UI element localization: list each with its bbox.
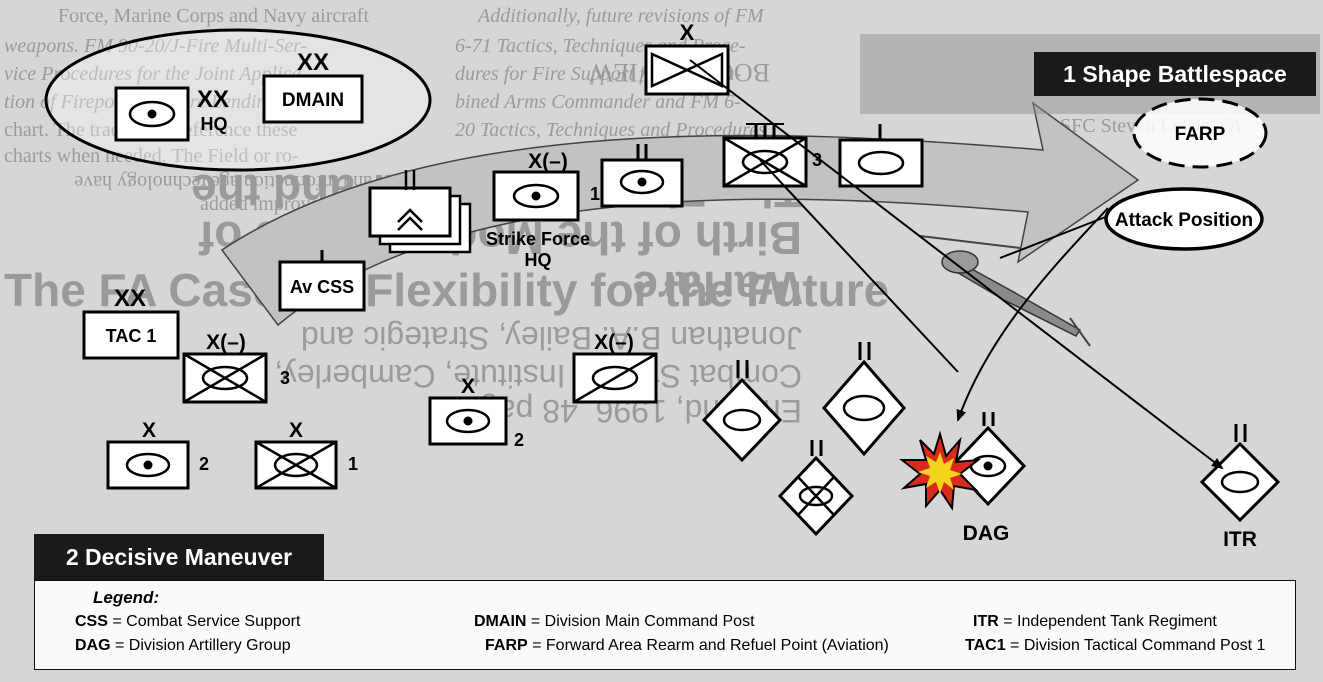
strike-label-1: Strike Force [486,229,590,249]
dmain-label: DMAIN [282,90,344,111]
bg-heading-line: Jonathan B.A. Bailey, Strategic and [301,320,802,356]
shape-battlespace-text: 1 Shape Battlespace [1063,61,1287,87]
legend-item-farp: FARP = Forward Area Rearm and Refuel Poi… [485,637,889,655]
dmain-symbol: XX DMAIN [262,49,364,124]
legend-text: = Division Artillery Group [110,637,291,654]
brigade1-num: 1 [348,454,358,474]
armor3-echelon: X(–) [206,331,246,354]
strike-label-2: HQ [525,250,552,270]
legend-text: = Combat Service Support [107,613,301,630]
armor-brigade-3-symbol: X(–) 3 [182,331,290,404]
itr-diamond-symbol: ITR [1199,424,1281,551]
top3-num: 3 [812,150,822,170]
av-css-symbol: Av CSS [278,250,366,312]
decisive-maneuver-banner: 2 Decisive Maneuver [34,534,324,580]
tac1-label: TAC 1 [106,326,157,346]
legend-text: = Division Main Command Post [526,613,755,630]
fire-line-itr [689,59,1224,470]
bg-text-line: 20 Tactics, Techniques and Procedures [455,119,766,141]
legend-abbr: DMAIN [474,613,527,630]
bg-text-line: Additionally, future revisions of FM [476,5,765,27]
enemy-diamond-bottom [777,440,855,537]
mid-x-num: 2 [514,430,524,450]
bg-text-line: bined Arms Commander and FM 6- [455,91,741,113]
dmain-echelon: XX [297,49,329,76]
armor-battalion-3-symbol: 3 [722,123,822,188]
brigade2-num: 2 [199,454,209,474]
helo-to-attack-line [999,215,1109,259]
bg-heading-line: Warfare [632,262,802,314]
attack-position-symbol: Attack Position [1104,187,1264,251]
armor3-num: 3 [280,368,290,388]
dag-label: DAG [963,522,1010,545]
legend-item-tac1: TAC1 = Division Tactical Command Post 1 [965,637,1265,655]
legend-item-dag: DAG = Division Artillery Group [75,637,291,655]
attack-to-dag-line [956,207,1109,422]
company-symbol-center [600,144,684,208]
tac1-symbol: XX TAC 1 [82,285,180,360]
itr-label: ITR [1223,528,1257,551]
enemy-diamond-left [701,360,783,463]
bg-heading-line: The FA Case for Flexibility for the Futu… [4,264,889,316]
aviation-stack-symbol [368,170,472,254]
legend-text: = Forward Area Rearm and Refuel Point (A… [527,637,889,654]
legend-item-css: CSS = Combat Service Support [75,613,300,631]
bg-text-line: charts when needed. The Field or ro- [4,145,299,167]
attack-label: Attack Position [1115,210,1253,231]
bg-text-line: and information age technology have [74,171,372,193]
bg-heading-line: Combat Studies Institute, Camberley, [274,358,802,394]
strike-force-hq-symbol: X(–) 1 Strike Force HQ [486,150,600,270]
avcss-label: Av CSS [290,277,354,297]
explosion-icon [899,430,982,511]
brigade-2-symbol: X 2 [106,419,209,490]
hq-area-oval [44,28,432,172]
brigade1-echelon: X [289,419,303,442]
decisive-maneuver-text: 2 Decisive Maneuver [66,544,292,570]
brigade-1-symbol: X 1 [254,419,358,490]
top-x-echelon: X [680,20,695,45]
fire-line-mid [759,159,959,373]
division-hq-symbol: XX HQ [114,86,229,142]
legend-abbr: ITR [973,613,999,630]
legend-item-dmain: DMAIN = Division Main Command Post [474,613,755,631]
mid-xminus-echelon: X(–) [594,331,634,354]
legend-abbr: TAC1 [965,637,1006,654]
legend-abbr: FARP [485,637,528,654]
bg-text-line: vice Procedures for the Joint Applica- [4,63,308,85]
tac1-echelon: XX [114,285,146,312]
enemy-diamond-center [822,342,906,457]
helicopter-icon [919,235,1091,347]
hq-label: HQ [201,114,228,134]
armor-company-right-symbol [838,124,924,188]
legend-abbr: CSS [75,613,108,630]
strike-echelon: X(–) [528,150,568,173]
legend-item-itr: ITR = Independent Tank Regiment [973,613,1217,631]
legend-text: = Independent Tank Regiment [998,613,1217,630]
legend-abbr: DAG [75,637,111,654]
mid-brigade-2-symbol: X 2 [428,375,524,450]
bg-text-line: weapons. FM 90-20/J-Fire Multi-Ser- [4,35,307,57]
bg-text-line: Force, Marine Corps and Navy aircraft [58,5,369,27]
mid-x-echelon: X [461,375,475,398]
brigade2-echelon: X [142,419,156,442]
legend-text: = Division Tactical Command Post 1 [1005,637,1266,654]
shape-battlespace-banner: 1 Shape Battlespace [1034,52,1316,96]
legend-title: Legend: [93,588,160,607]
top-brigade-symbol: X [644,20,730,96]
strike-num: 1 [590,184,600,204]
farp-label: FARP [1175,124,1226,145]
mid-armor-xminus-symbol: X(–) [572,331,658,404]
farp-symbol: FARP [1132,97,1268,169]
hq-echelon: XX [197,86,229,113]
fire-lines [689,59,1224,470]
legend-box: Legend: CSS = Combat Service Support DAG… [34,580,1296,670]
